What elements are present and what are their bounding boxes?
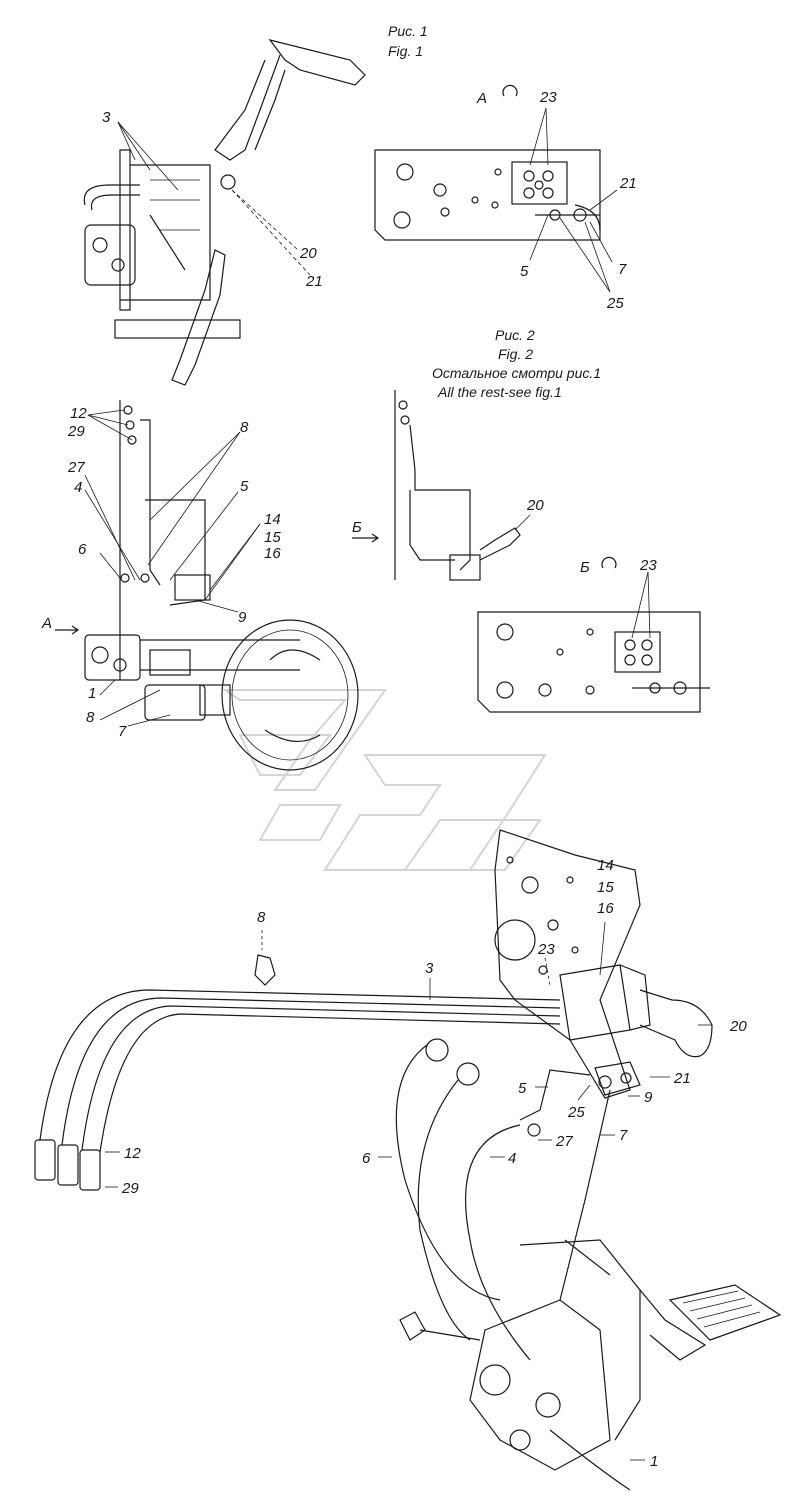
fig2-caption-ru: Рис. 2 bbox=[495, 327, 535, 343]
main-label-20: 20 bbox=[729, 1018, 747, 1035]
fig2-label-14: 14 bbox=[264, 511, 281, 528]
view-b-arrow-icon bbox=[601, 556, 617, 569]
fig1-label-20: 20 bbox=[299, 245, 317, 262]
main-label-27: 27 bbox=[555, 1133, 573, 1150]
fig2-view-a-left: А bbox=[41, 615, 52, 632]
fig2-label-29: 29 bbox=[67, 423, 85, 440]
fig1-label-5: 5 bbox=[520, 263, 529, 280]
main-label-15: 15 bbox=[597, 879, 614, 896]
fig2-label-15: 15 bbox=[264, 529, 281, 546]
fig2-label-9: 9 bbox=[238, 609, 247, 626]
main-label-16: 16 bbox=[597, 900, 614, 917]
fig2-label-16: 16 bbox=[264, 545, 281, 562]
fig1-label-21b: 21 bbox=[619, 175, 637, 192]
watermark-logo bbox=[221, 689, 547, 871]
fig2-label-8: 8 bbox=[240, 419, 249, 436]
fig1-label-3: 3 bbox=[102, 109, 111, 126]
fig2-label-12: 12 bbox=[70, 405, 87, 422]
main-label-6: 6 bbox=[362, 1150, 371, 1167]
fig2-view-b: Б bbox=[580, 559, 590, 576]
main-label-14: 14 bbox=[597, 857, 614, 874]
main-label-8: 8 bbox=[257, 909, 266, 926]
view-a-arrow-icon bbox=[502, 84, 518, 97]
fig2-label-7: 7 bbox=[118, 723, 127, 740]
main-label-5: 5 bbox=[518, 1080, 527, 1097]
main-label-25: 25 bbox=[567, 1104, 585, 1121]
fig1-caption-ru: Рис. 1 bbox=[388, 23, 428, 39]
fig2-label-5: 5 bbox=[240, 478, 249, 495]
fig2-label-23: 23 bbox=[639, 557, 657, 574]
fig2-label-27: 27 bbox=[67, 459, 85, 476]
fig2-note-en: All the rest-see fig.1 bbox=[437, 384, 562, 400]
fig2-label-20: 20 bbox=[526, 497, 544, 514]
main-label-4: 4 bbox=[508, 1150, 516, 1167]
main-label-21: 21 bbox=[673, 1070, 691, 1087]
fig2-caption-en: Fig. 2 bbox=[498, 346, 533, 362]
fig1-caption-en: Fig. 1 bbox=[388, 43, 423, 59]
main-label-1: 1 bbox=[650, 1453, 658, 1470]
fig1-view-a-panel bbox=[374, 107, 618, 293]
main-label-12: 12 bbox=[124, 1145, 141, 1162]
fig2-label-6: 6 bbox=[78, 541, 87, 558]
main-isometric-assembly bbox=[34, 829, 782, 1491]
fig1-label-7: 7 bbox=[618, 261, 627, 278]
fig1-view-a: А bbox=[476, 90, 487, 107]
main-label-29: 29 bbox=[121, 1180, 139, 1197]
fig1-label-23: 23 bbox=[539, 89, 557, 106]
main-label-23: 23 bbox=[537, 941, 555, 958]
fig2-note-ru: Остальное смотри рис.1 bbox=[432, 365, 601, 381]
fig2-view-b-assembly bbox=[352, 390, 531, 581]
main-label-3: 3 bbox=[425, 960, 434, 977]
main-label-9: 9 bbox=[644, 1089, 653, 1106]
fig2-label-4: 4 bbox=[74, 479, 82, 496]
fig1-assembly-left bbox=[83, 39, 366, 386]
main-label-7: 7 bbox=[619, 1127, 628, 1144]
fig2-view-b-panel bbox=[477, 571, 710, 713]
fig2-view-b-arrow: Б bbox=[352, 519, 362, 536]
fig1-label-25: 25 bbox=[606, 295, 624, 312]
fig2-label-8b: 8 bbox=[86, 709, 95, 726]
fig2-assembly-left bbox=[55, 400, 359, 771]
fig2-label-1: 1 bbox=[88, 685, 96, 702]
fig1-label-21: 21 bbox=[305, 273, 323, 290]
